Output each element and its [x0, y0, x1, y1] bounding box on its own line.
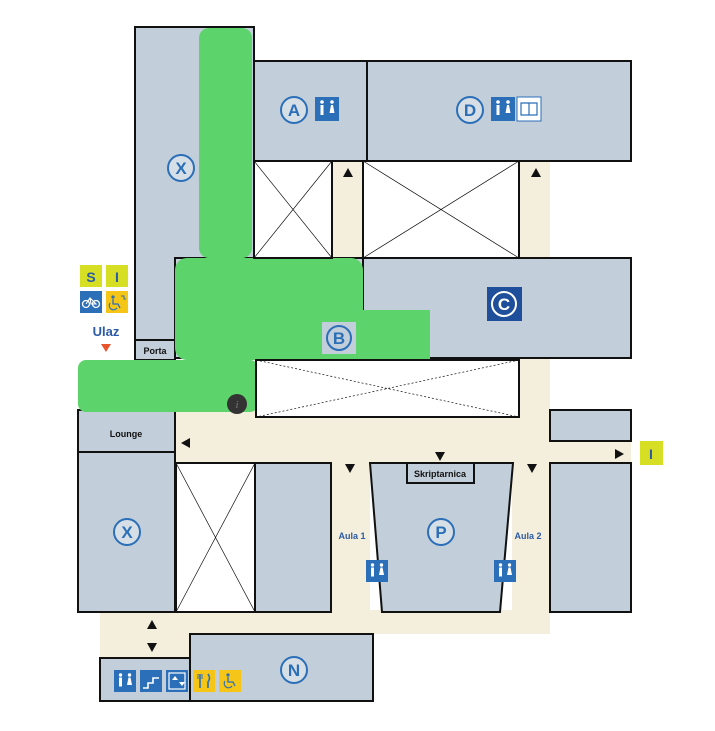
atriums: [175, 160, 520, 613]
arrow-up-icon: [531, 168, 541, 177]
accessible-entrance-icon: [106, 291, 128, 313]
entrance-legend: S I: [80, 265, 128, 313]
zone-c-marker[interactable]: C: [487, 287, 522, 321]
arrow-up-icon: [343, 168, 353, 177]
facility-icons: [114, 96, 542, 692]
zone-d-label: D: [464, 101, 476, 120]
skriptarnica-label: Skriptarnica: [414, 469, 467, 479]
zone-c-label: C: [498, 295, 510, 314]
toilet-icon: [366, 560, 388, 582]
arrow-right-icon: [615, 449, 624, 459]
zone-b-marker[interactable]: B: [322, 322, 356, 354]
room-skriptarnica[interactable]: [406, 462, 475, 484]
zone-x-bottom-marker[interactable]: X: [113, 518, 141, 546]
stairs-icon: [140, 670, 162, 692]
entrance-marker-icon: [101, 344, 111, 352]
arrow-down-icon: [435, 452, 445, 461]
zone-n-marker[interactable]: N: [280, 656, 308, 684]
arrow-left-icon: [181, 438, 190, 448]
arrow-up-icon: [147, 620, 157, 629]
atrium-4: [175, 462, 256, 613]
info-point[interactable]: i: [227, 394, 247, 414]
exit-i-label: I: [649, 446, 653, 462]
cutlery-icon: [193, 670, 215, 692]
book-icon: [516, 96, 542, 122]
zone-a-marker[interactable]: A: [280, 96, 308, 124]
atrium-3: [255, 359, 520, 418]
toilet-icon: [491, 97, 515, 121]
aula2-label: Aula 2: [514, 531, 541, 541]
arrow-down-icon: [147, 643, 157, 652]
room-right-east[interactable]: [549, 462, 632, 613]
toilet-icon: [114, 670, 136, 692]
zone-x-bottom-label: X: [121, 523, 133, 542]
room-east-small[interactable]: [549, 409, 632, 442]
highlighted-route: [78, 28, 430, 412]
atrium-1: [253, 160, 333, 259]
zone-x-top-label: X: [175, 159, 187, 178]
zone-markers: X A D C B X P N: [113, 96, 522, 684]
zone-b-label: B: [333, 329, 345, 348]
toilet-icon: [315, 97, 339, 121]
room-mid-left[interactable]: [254, 462, 332, 613]
zone-p-marker[interactable]: P: [427, 518, 455, 546]
legend-i-label: I: [115, 269, 119, 285]
direction-arrows: [147, 168, 624, 652]
aula1-label: Aula 1: [338, 531, 365, 541]
exit-i-badge[interactable]: I: [640, 441, 663, 465]
bicycle-icon: [80, 291, 102, 313]
wheelchair-icon: [219, 670, 241, 692]
toilet-icon: [494, 560, 516, 582]
zone-n-label: N: [288, 661, 300, 680]
ulaz-label: Ulaz: [93, 324, 120, 339]
arrow-down-icon: [527, 464, 537, 473]
zone-a-label: A: [288, 101, 300, 120]
info-icon: i: [235, 399, 238, 411]
zone-d-marker[interactable]: D: [456, 96, 484, 124]
room-x-bottom[interactable]: [77, 451, 176, 613]
porta-label: Porta: [143, 346, 167, 356]
elevator-icon: [166, 670, 188, 692]
atrium-2: [362, 160, 520, 259]
zone-x-top-marker[interactable]: X: [167, 154, 195, 182]
zone-p-label: P: [435, 523, 446, 542]
legend-s-label: S: [86, 269, 95, 285]
room-a[interactable]: [253, 60, 368, 162]
room-labels: Porta Lounge Skriptarnica Aula 1 Aula 2 …: [93, 324, 542, 541]
lounge-label: Lounge: [110, 429, 143, 439]
arrow-down-icon: [345, 464, 355, 473]
